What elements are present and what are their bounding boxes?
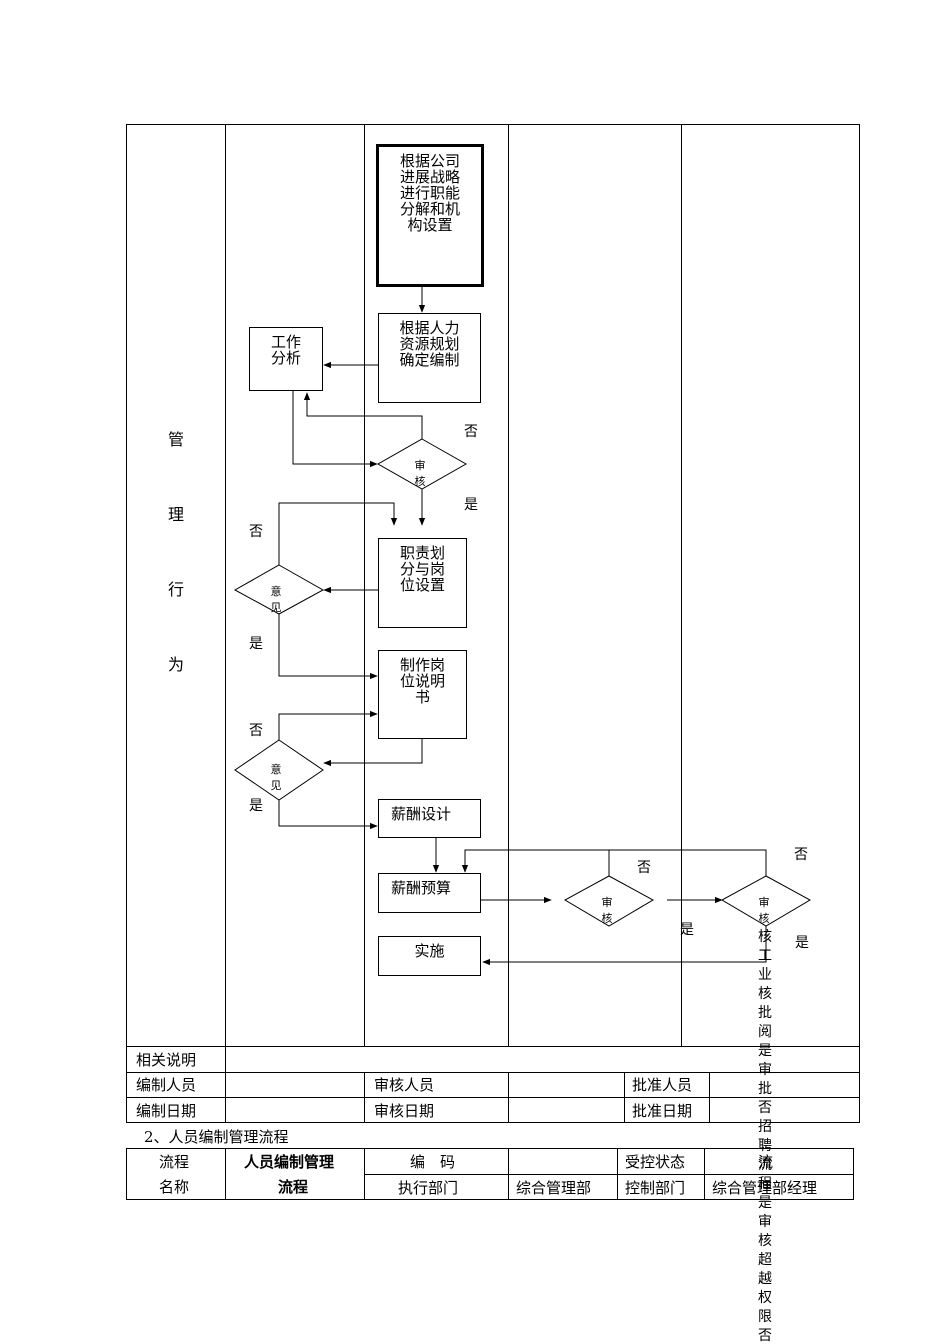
status-value: 流 (758, 1153, 774, 1171)
editor-label: 编制人员 (136, 1076, 197, 1094)
section-caption: 2、人员编制管理流程 (144, 1128, 289, 1146)
no-label: 否 (637, 860, 651, 876)
opinion-diamond-2 (234, 739, 324, 801)
yes-label: 是 (249, 798, 263, 814)
node-duty: 职责划 分与岗 位设置 (378, 538, 467, 628)
no-label: 否 (464, 424, 478, 440)
yes-label: 是 (680, 922, 694, 938)
review-date-label: 审核日期 (374, 1102, 435, 1120)
node-strategy: 根据公司 进展战略 进行职能 分解和机 构设置 (376, 144, 484, 287)
no-label: 否 (249, 524, 263, 540)
related-label: 相关说明 (136, 1051, 197, 1069)
opinion-diamond-1 (233, 564, 325, 615)
review-label-3: 审 核 (758, 896, 770, 925)
opinion-label-2: 意 见 (270, 763, 282, 792)
approver-label: 批准人员 (632, 1076, 693, 1094)
code-label: 编 码 (410, 1153, 456, 1171)
node-salary-budget: 薪酬预算 (378, 873, 481, 913)
no-label: 否 (794, 847, 808, 863)
flow-name-label-2: 名称 (159, 1178, 190, 1196)
side-label-char: 管 (168, 430, 185, 449)
review-diamond-1 (376, 438, 468, 490)
edit-date-label: 编制日期 (136, 1102, 197, 1120)
approve-date-label: 批准日期 (632, 1102, 693, 1120)
no-label: 否 (249, 723, 263, 739)
review-diamond-2 (563, 875, 655, 927)
opinion-label-1: 意 见 (270, 585, 282, 614)
yes-label: 是 (249, 636, 263, 652)
node-salary-design: 薪酬设计 (378, 799, 481, 838)
side-label-char: 理 (168, 505, 185, 524)
control-dept-value: 综合管理部经理 (712, 1179, 818, 1197)
flow-name-value-1: 人员编制管理 (244, 1153, 335, 1171)
yes-label: 是 (464, 497, 478, 513)
node-job-analysis: 工作 分析 (249, 327, 323, 391)
review-diamond-3 (720, 875, 812, 927)
yes-label: 是 (795, 935, 809, 951)
status-label: 受控状态 (625, 1153, 686, 1171)
flow-name-value-2: 流程 (278, 1178, 309, 1196)
reviewer-label: 审核人员 (374, 1076, 435, 1094)
overflow-vertical-text: 核工业核批阅是审批否招聘流程是审核超越权限否 (758, 929, 772, 1344)
control-dept-label: 控制部门 (625, 1179, 686, 1197)
node-implement: 实施 (378, 936, 481, 976)
node-job-desc: 制作岗 位说明 书 (378, 650, 467, 739)
flow-name-label-1: 流程 (159, 1153, 190, 1171)
node-staffing: 根据人力 资源规划 确定编制 (378, 313, 481, 403)
side-label-char: 为 (168, 655, 185, 674)
exec-dept-label: 执行部门 (398, 1179, 459, 1197)
review-label-1: 审 核 (414, 459, 426, 488)
review-label-2: 审 核 (601, 896, 613, 925)
side-label-char: 行 (168, 580, 185, 599)
exec-dept-value: 综合管理部 (516, 1179, 592, 1197)
